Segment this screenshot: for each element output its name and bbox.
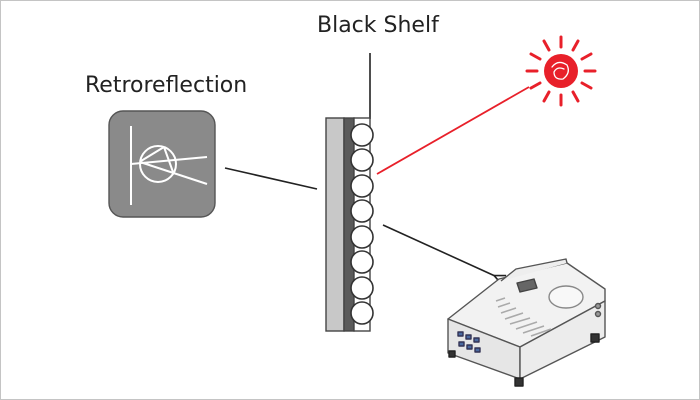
retroreflection-label: Retroreflection bbox=[85, 73, 248, 98]
bead bbox=[350, 225, 374, 249]
black-shelf bbox=[325, 117, 374, 332]
bead bbox=[350, 199, 374, 223]
sun-icon bbox=[525, 35, 597, 107]
inset-leader-line bbox=[224, 167, 318, 190]
screen-panel bbox=[325, 117, 345, 332]
bead bbox=[350, 148, 374, 172]
bead bbox=[350, 250, 374, 274]
projector-icon bbox=[447, 258, 606, 387]
projection-arrow bbox=[382, 224, 495, 276]
black-shelf-label: Black Shelf bbox=[317, 13, 439, 38]
bead bbox=[350, 174, 374, 198]
bead bbox=[350, 276, 374, 300]
bead bbox=[350, 301, 374, 325]
sunlight-ray bbox=[376, 86, 530, 175]
shelf-back bbox=[343, 117, 355, 332]
bead-column bbox=[350, 123, 374, 325]
retroreflection-inset-icon bbox=[108, 110, 216, 218]
bead bbox=[350, 123, 374, 147]
